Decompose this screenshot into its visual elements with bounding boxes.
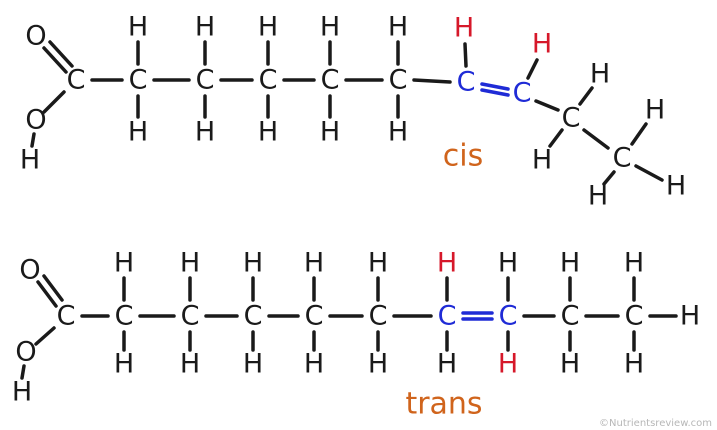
trans-carbon-5: C xyxy=(305,301,324,332)
trans-hydrogen-top-9: H xyxy=(560,248,580,279)
cis-bond-c8-c9 xyxy=(534,99,560,112)
cis-carbon-3: C xyxy=(196,65,215,96)
cis-bond-double-a xyxy=(480,82,510,91)
cis-hydrogen-bottom-6: H xyxy=(388,117,408,148)
cis-bond-c9-h-a xyxy=(578,86,594,106)
trans-hydrogen-bottom-9: H xyxy=(560,349,580,380)
cis-carbon-1: C xyxy=(67,65,86,96)
cis-carbon-8: C xyxy=(513,78,532,109)
watermark-text: ©Nutrientsreview.com xyxy=(599,418,712,429)
cis-carbon-7: C xyxy=(457,67,476,98)
cis-hydrogen-c10-a: H xyxy=(645,95,665,126)
trans-hydrogen-double-1: H xyxy=(437,248,457,279)
cis-hydrogen-bottom-3: H xyxy=(195,117,215,148)
cis-hydrogen-bottom-5: H xyxy=(320,117,340,148)
cis-carbon-10: C xyxy=(613,143,632,174)
trans-hydrogen-bottom-3: H xyxy=(180,349,200,380)
trans-carbon-3: C xyxy=(181,301,200,332)
trans-carbon-2: C xyxy=(115,301,134,332)
cis-bond-c10-h-b xyxy=(634,164,664,182)
cis-bond-double-b xyxy=(480,88,510,97)
cis-bond-c8-h xyxy=(526,58,539,80)
cis-carbon-5: C xyxy=(321,65,340,96)
trans-label: trans xyxy=(405,387,482,422)
cis-bond-c-o-double-b xyxy=(48,40,74,68)
trans-hydrogen-double-2: H xyxy=(498,349,518,380)
trans-hydrogen-bottom-5: H xyxy=(304,349,324,380)
cis-carbon-9: C xyxy=(562,103,581,134)
cis-hydrogen-c9-a: H xyxy=(590,59,610,90)
trans-bond-c-o-double-b xyxy=(42,274,64,302)
trans-oxygen-double: O xyxy=(19,255,40,286)
cis-hydrogen-top-2: H xyxy=(128,12,148,43)
cis-hydrogen-c9-b: H xyxy=(532,145,552,176)
trans-hydrogen-hydroxyl: H xyxy=(12,377,32,408)
trans-hydrogen-top-5: H xyxy=(304,248,324,279)
trans-hydrogen-top-3: H xyxy=(180,248,200,279)
trans-hydrogen-top-4: H xyxy=(243,248,263,279)
cis-bond-c6-c7 xyxy=(412,78,452,84)
cis-hydrogen-top-4: H xyxy=(258,12,278,43)
trans-hydrogen-bottom-4: H xyxy=(243,349,263,380)
cis-hydrogen-hydroxyl: H xyxy=(20,145,40,176)
cis-hydrogen-double-1: H xyxy=(454,13,474,44)
cis-hydrogen-bottom-4: H xyxy=(258,117,278,148)
cis-hydrogen-top-3: H xyxy=(195,12,215,43)
cis-carbon-2: C xyxy=(129,65,148,96)
cis-label: cis xyxy=(443,139,483,174)
trans-hydrogen-top-2: H xyxy=(114,248,134,279)
trans-hydrogen-top-6: H xyxy=(368,248,388,279)
trans-bond-c-o-single xyxy=(34,326,56,346)
cis-bond-c7-h xyxy=(463,42,468,68)
cis-hydrogen-c10-c: H xyxy=(588,181,608,212)
cis-bond-c-o-single xyxy=(42,90,66,114)
trans-carbon-8: C xyxy=(499,301,518,332)
cis-carbon-6: C xyxy=(389,65,408,96)
trans-carbon-10: C xyxy=(625,301,644,332)
trans-hydrogen-top-10: H xyxy=(624,248,644,279)
trans-carbon-4: C xyxy=(244,301,263,332)
trans-carbon-1: C xyxy=(57,301,76,332)
cis-bond-c9-h-b xyxy=(548,128,564,148)
trans-hydrogen-terminal: H xyxy=(680,301,700,332)
cis-hydrogen-double-2: H xyxy=(532,29,552,60)
trans-hydrogen-bottom-6: H xyxy=(368,349,388,380)
trans-carbon-6: C xyxy=(369,301,388,332)
trans-hydrogen-top-8: H xyxy=(498,248,518,279)
trans-bond-c-o-double-a xyxy=(36,280,58,308)
cis-oxygen-hydroxyl: O xyxy=(25,105,46,136)
cis-oxygen-double: O xyxy=(25,21,46,52)
cis-bond-c10-h-a xyxy=(630,122,648,146)
cis-bond-c10-h-c xyxy=(602,170,616,186)
trans-hydrogen-bottom-10: H xyxy=(624,349,644,380)
bond-layer xyxy=(20,40,678,380)
cis-bond-c-o-double-a xyxy=(42,46,68,74)
trans-oxygen-hydroxyl: O xyxy=(15,337,36,368)
cis-bond-o-h xyxy=(30,132,36,148)
cis-hydrogen-c10-b: H xyxy=(666,171,686,202)
trans-carbon-9: C xyxy=(561,301,580,332)
cis-hydrogen-bottom-2: H xyxy=(128,117,148,148)
trans-bond-o-h xyxy=(20,364,26,380)
trans-hydrogen-bottom-2: H xyxy=(114,349,134,380)
trans-hydrogen-bottom-7: H xyxy=(437,349,457,380)
cis-bond-c9-c10 xyxy=(582,128,610,150)
cis-hydrogen-top-6: H xyxy=(388,12,408,43)
cis-carbon-4: C xyxy=(259,65,278,96)
cis-hydrogen-top-5: H xyxy=(320,12,340,43)
trans-carbon-7: C xyxy=(438,301,457,332)
